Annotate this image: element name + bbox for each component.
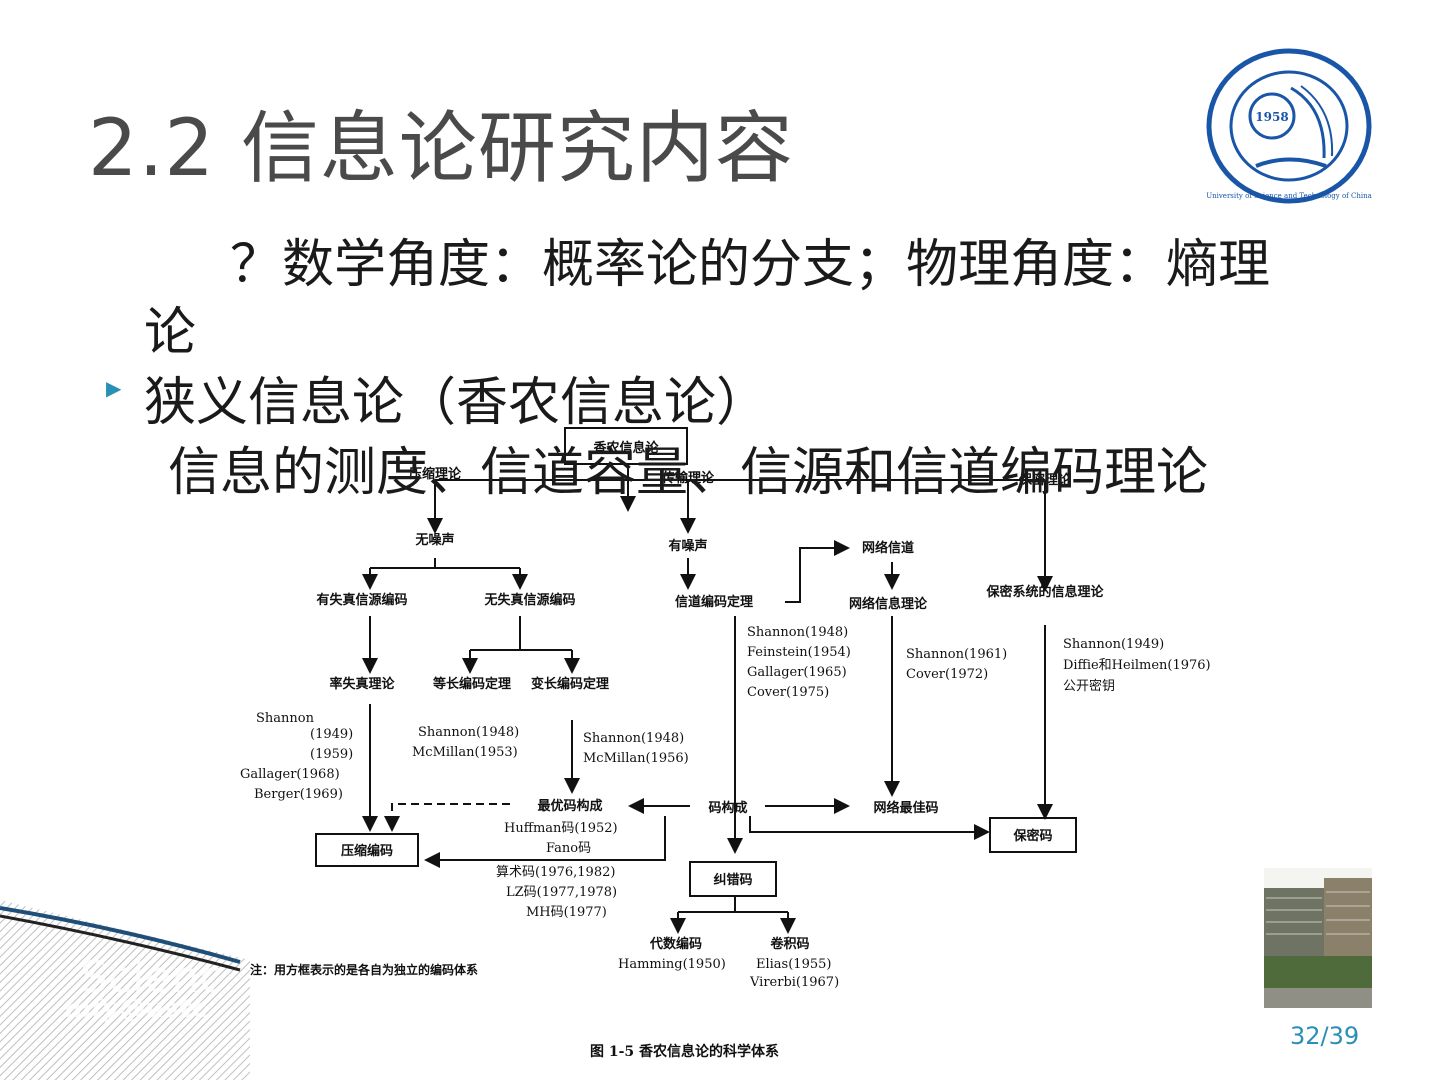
diagram-caption: 图 1-5 香农信息论的科学体系	[590, 1043, 779, 1060]
ref-conv-0: Elias(1955)	[756, 957, 831, 972]
ref-channel-2: Gallager(1965)	[747, 665, 847, 680]
ref-secret-1: Diffie和Heilmen(1976)	[1063, 658, 1211, 673]
ref-rate-1: (1949)	[310, 727, 353, 742]
node-network-best: 网络最佳码	[873, 800, 938, 816]
ref-channel-0: Shannon(1948)	[747, 625, 848, 640]
node-noisy: 有噪声	[668, 538, 707, 554]
ref-variable-0: Shannon(1948)	[583, 731, 684, 746]
slide-title: 2.2 信息论研究内容	[88, 86, 794, 198]
body-line-2: 论	[144, 290, 196, 365]
node-lossless: 无失真信源编码	[483, 592, 575, 608]
bullet-triangle-icon: ▶	[106, 376, 121, 400]
body-line-1: ？数学角度：概率论的分支；物理角度：熵理	[230, 222, 1270, 297]
ref-rate-0: Shannon	[256, 711, 315, 726]
ref-rate-2: (1959)	[310, 747, 353, 762]
ref-arith-0: 算术码(1976,1982)	[496, 865, 615, 880]
ref-channel-1: Feinstein(1954)	[747, 645, 851, 660]
shannon-system-diagram: 香农信息论 压缩理论 传输理论 保密理论 无噪声 有噪声 网络信道 有失真信源编…	[220, 420, 1260, 1080]
node-variable-length: 变长编码定理	[531, 676, 609, 692]
ref-algebraic: Hamming(1950)	[618, 957, 726, 972]
diagram-note: 注：用方框表示的是各自为独立的编码体系	[250, 962, 478, 977]
ref-fixed-0: Shannon(1948)	[418, 725, 519, 740]
logo-year: 1958	[1255, 110, 1288, 124]
ref-rate-3: Gallager(1968)	[240, 767, 340, 782]
node-optimal-code: 最优码构成	[537, 798, 602, 814]
ref-optimal-1: Fano码	[546, 841, 591, 856]
ref-network-0: Shannon(1961)	[906, 647, 1007, 662]
ref-secret-2: 公开密钥	[1063, 678, 1115, 694]
node-channel-coding: 信道编码定理	[675, 594, 753, 610]
node-lossy: 有失真信源编码	[316, 592, 407, 608]
node-fixed-length: 等长编码定理	[432, 676, 511, 692]
node-ecc: 纠错码	[713, 872, 752, 888]
node-compress-code: 压缩编码	[341, 843, 393, 859]
ref-channel-3: Cover(1975)	[747, 685, 829, 700]
node-algebraic: 代数编码	[649, 936, 702, 952]
ref-fixed-1: McMillan(1953)	[412, 745, 518, 760]
ref-rate-4: Berger(1969)	[254, 787, 343, 802]
ref-conv-1: Virerbi(1967)	[749, 975, 839, 990]
watermark-line-3: mfy@ustc	[64, 994, 207, 1024]
watermark-line-1: Sc	[168, 898, 220, 949]
node-secret-code: 保密码	[1012, 828, 1052, 844]
ref-arith-1: LZ码(1977,1978)	[506, 885, 617, 900]
node-code-construct: 码构成	[708, 800, 747, 816]
node-noiseless: 无噪声	[414, 532, 454, 548]
node-network-info: 网络信息理论	[849, 596, 928, 612]
ref-network-1: Cover(1972)	[906, 667, 988, 682]
ref-variable-1: McMillan(1956)	[583, 751, 689, 766]
ref-secret-0: Shannon(1949)	[1063, 637, 1164, 652]
campus-photo	[1264, 868, 1372, 1008]
page-number: 32/39	[1290, 1022, 1359, 1050]
ref-optimal-0: Huffman码(1952)	[504, 821, 618, 836]
logo-text: University of Science and Technology of …	[1206, 192, 1372, 200]
node-secrecy-system: 保密系统的信息理论	[985, 584, 1104, 600]
node-convolutional: 卷积码	[770, 936, 809, 952]
node-network-channel: 网络信道	[862, 540, 914, 556]
node-rate-distortion: 率失真理论	[329, 676, 395, 692]
sub-line: 信息的测度、信道容量、信源和信道编码理论	[168, 430, 1208, 505]
university-logo: 1958 University of Science and Technolog…	[1206, 48, 1372, 204]
ref-arith-2: MH码(1977)	[526, 905, 607, 920]
